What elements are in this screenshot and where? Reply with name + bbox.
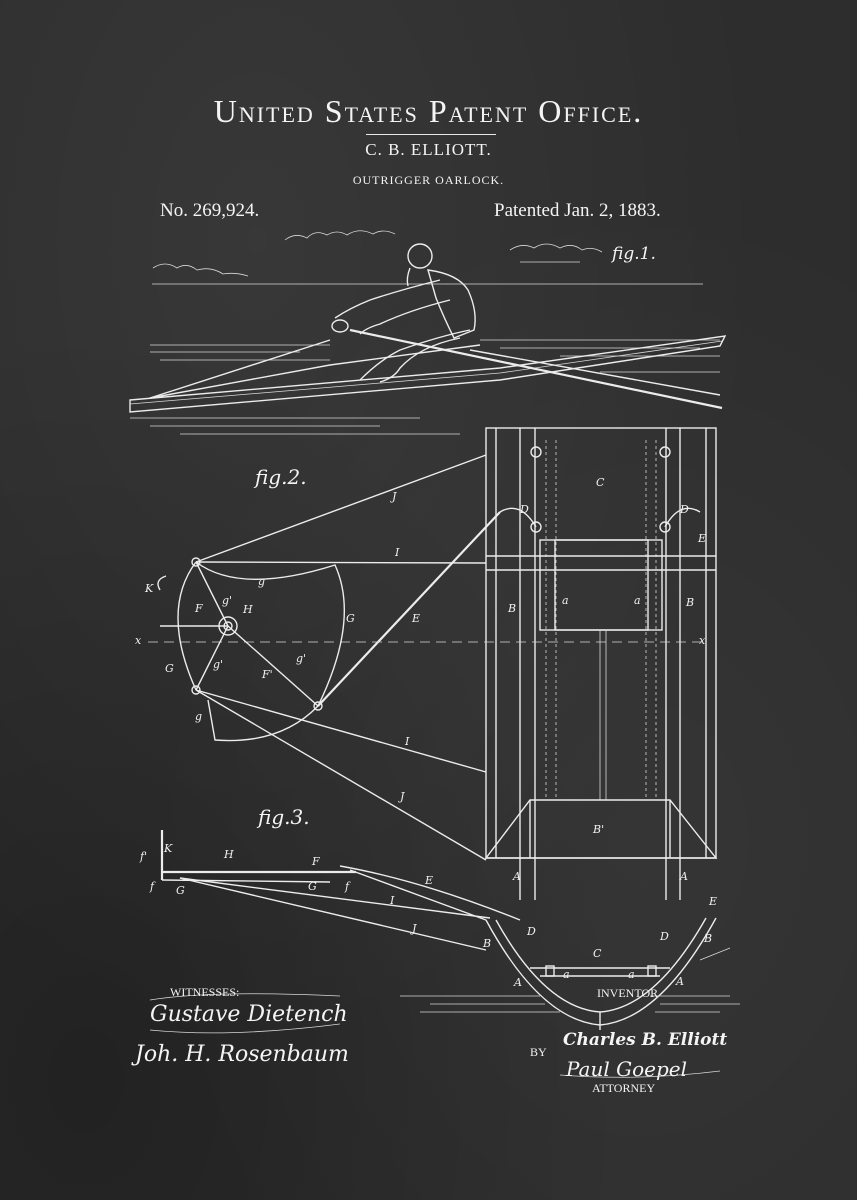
fig2-label-D-left: D bbox=[520, 503, 529, 516]
fig2-label-a-right: a bbox=[634, 594, 641, 607]
fig1-rower-illustration bbox=[129, 230, 727, 435]
fig2-label-B-right: B bbox=[686, 596, 695, 609]
witness-signature-2: Joh. H. Rosenbaum bbox=[135, 1042, 349, 1067]
invention-title: OUTRIGGER OARLOCK. bbox=[352, 173, 505, 187]
fig3-label-B: B bbox=[483, 937, 492, 950]
fig2-label-K: K bbox=[145, 582, 154, 595]
fig3-label-E: E bbox=[425, 874, 434, 887]
fig3-label-B-right: B bbox=[704, 932, 713, 945]
fig2-label-a: a bbox=[562, 594, 569, 607]
witnesses-label: WITNESSES: bbox=[170, 985, 240, 999]
fig2-label-B: B bbox=[508, 602, 517, 615]
fig3-label-K: K bbox=[164, 842, 173, 855]
fig2-label-g: g bbox=[258, 575, 266, 588]
fig3-label-C: C bbox=[593, 947, 602, 960]
attorney-signature: Paul Goepel bbox=[566, 1057, 688, 1081]
fig3-label-a-right: a bbox=[628, 968, 635, 981]
fig3-label-D-right: D bbox=[660, 930, 669, 943]
office-title: United States Patent Office. bbox=[213, 93, 644, 129]
attorney-label: ATTORNEY bbox=[592, 1081, 656, 1095]
fig2-label-J: J bbox=[392, 490, 397, 503]
fig2-label: fig.2. bbox=[255, 465, 307, 489]
fig3-label-I: I bbox=[390, 894, 395, 907]
fig3-label-J: J bbox=[412, 922, 417, 935]
fig3-label-f1: f' bbox=[140, 850, 148, 863]
fig2-label-x-right: x bbox=[699, 634, 706, 647]
fig3-label-G-mid: G bbox=[308, 880, 317, 893]
fig1-label: fig.1. bbox=[612, 244, 656, 264]
fig3-label-f-mid: f bbox=[345, 880, 350, 893]
inventor-signature: Charles B. Elliott bbox=[563, 1030, 728, 1050]
fig3-label: fig.3. bbox=[258, 805, 310, 829]
fig3-label-G: G bbox=[176, 884, 185, 897]
fig2-label-C: C bbox=[596, 476, 605, 489]
fig3-label-F: F bbox=[312, 855, 320, 868]
fig2-label-F1: F' bbox=[262, 668, 273, 681]
fig2-label-G: G bbox=[346, 612, 355, 625]
patent-number: No. 269,924. bbox=[160, 200, 260, 221]
fig2-label-g1-right: g' bbox=[296, 652, 307, 665]
fig2-label-I: I bbox=[395, 546, 400, 559]
by-label: BY bbox=[530, 1045, 547, 1059]
fig2-label-E: E bbox=[412, 612, 421, 625]
fig3-label-f: f bbox=[150, 880, 155, 893]
fig2-label-A: A bbox=[513, 870, 521, 883]
fig3-side-view bbox=[160, 830, 740, 1030]
fig3-label-a: a bbox=[563, 968, 570, 981]
fig2-label-H: H bbox=[243, 603, 253, 616]
fig2-label-E-right: E bbox=[698, 532, 707, 545]
witness-signature-1: Gustave Dietench bbox=[150, 1002, 348, 1027]
fig2-label-g1: g' bbox=[222, 594, 233, 607]
fig2-label-J-lower: J bbox=[400, 790, 405, 803]
fig2-label-B1: B' bbox=[593, 823, 605, 836]
fig2-label-F: F bbox=[195, 602, 203, 615]
fig3-label-E-right: E bbox=[709, 895, 718, 908]
fig2-label-x-left: x bbox=[135, 634, 142, 647]
fig2-label-D: D bbox=[680, 503, 689, 516]
fig2-label-g1-lower: g' bbox=[213, 658, 224, 671]
inventor-label: INVENTOR bbox=[597, 986, 659, 1000]
fig2-plan-view bbox=[148, 427, 718, 900]
fig3-label-A: A bbox=[514, 976, 522, 989]
fig2-label-G-left: G bbox=[165, 662, 174, 675]
fig2-label-g-lower: g bbox=[195, 710, 203, 723]
fig3-label-A-right: A bbox=[676, 975, 684, 988]
inventor-name: C. B. ELLIOTT. bbox=[365, 140, 492, 159]
fig2-label-I-lower: I bbox=[405, 735, 410, 748]
fig3-label-H: H bbox=[224, 848, 234, 861]
fig3-label-D: D bbox=[527, 925, 536, 938]
title-rule bbox=[366, 134, 496, 135]
patent-date: Patented Jan. 2, 1883. bbox=[494, 200, 661, 221]
fig2-label-A-right: A bbox=[680, 870, 688, 883]
